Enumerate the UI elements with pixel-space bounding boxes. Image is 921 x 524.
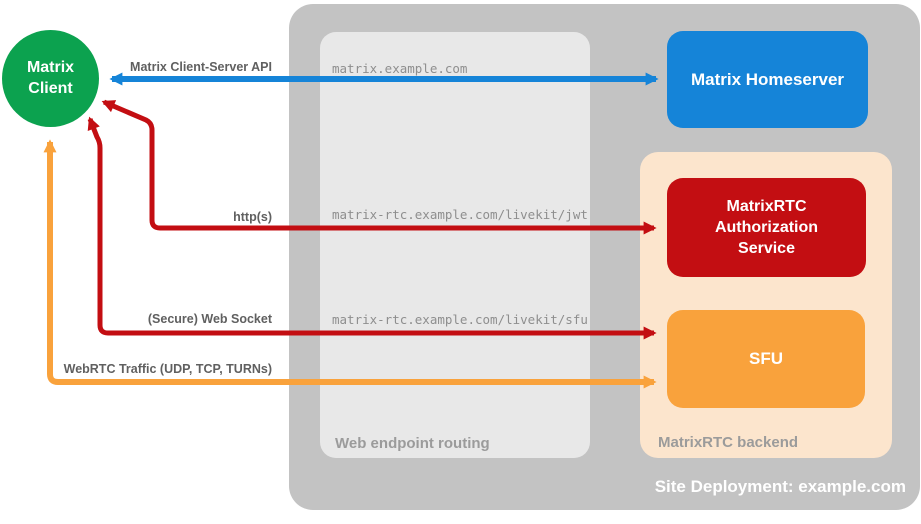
endpoint-livekit-jwt: matrix-rtc.example.com/livekit/jwt (332, 207, 588, 222)
web-endpoint-routing-box (320, 32, 590, 458)
sfu-label: SFU (749, 349, 783, 368)
auth-service-label-line3: Service (738, 240, 795, 258)
matrix-homeserver-node: Matrix Homeserver (667, 31, 868, 128)
endpoint-livekit-sfu: matrix-rtc.example.com/livekit/sfu (332, 312, 588, 327)
web-endpoint-routing-label: Web endpoint routing (335, 435, 490, 452)
auth-service-label-line2: Authorization (714, 218, 819, 236)
client-server-api-arrow-label: Matrix Client-Server API (130, 60, 272, 74)
site-deployment-label: Site Deployment: example.com (654, 477, 906, 496)
matrixrtc-auth-service-node: MatrixRTC Authorization Service (667, 178, 866, 277)
auth-service-label-line1: MatrixRTC (726, 197, 807, 215)
sfu-node: SFU (667, 310, 865, 408)
webrtc-traffic-arrow-label: WebRTC Traffic (UDP, TCP, TURNs) (63, 362, 272, 376)
matrixrtc-backend-label: MatrixRTC backend (658, 434, 799, 451)
websocket-arrow-label: (Secure) Web Socket (147, 312, 272, 326)
endpoint-matrix-example-com: matrix.example.com (332, 61, 468, 76)
matrix-client-label-line1: Matrix (26, 58, 75, 76)
matrix-homeserver-label: Matrix Homeserver (690, 69, 845, 89)
matrix-client-node: Matrix Client (2, 30, 99, 127)
http-arrow-label: http(s) (233, 210, 272, 224)
matrix-client-label-line2: Client (28, 79, 73, 97)
